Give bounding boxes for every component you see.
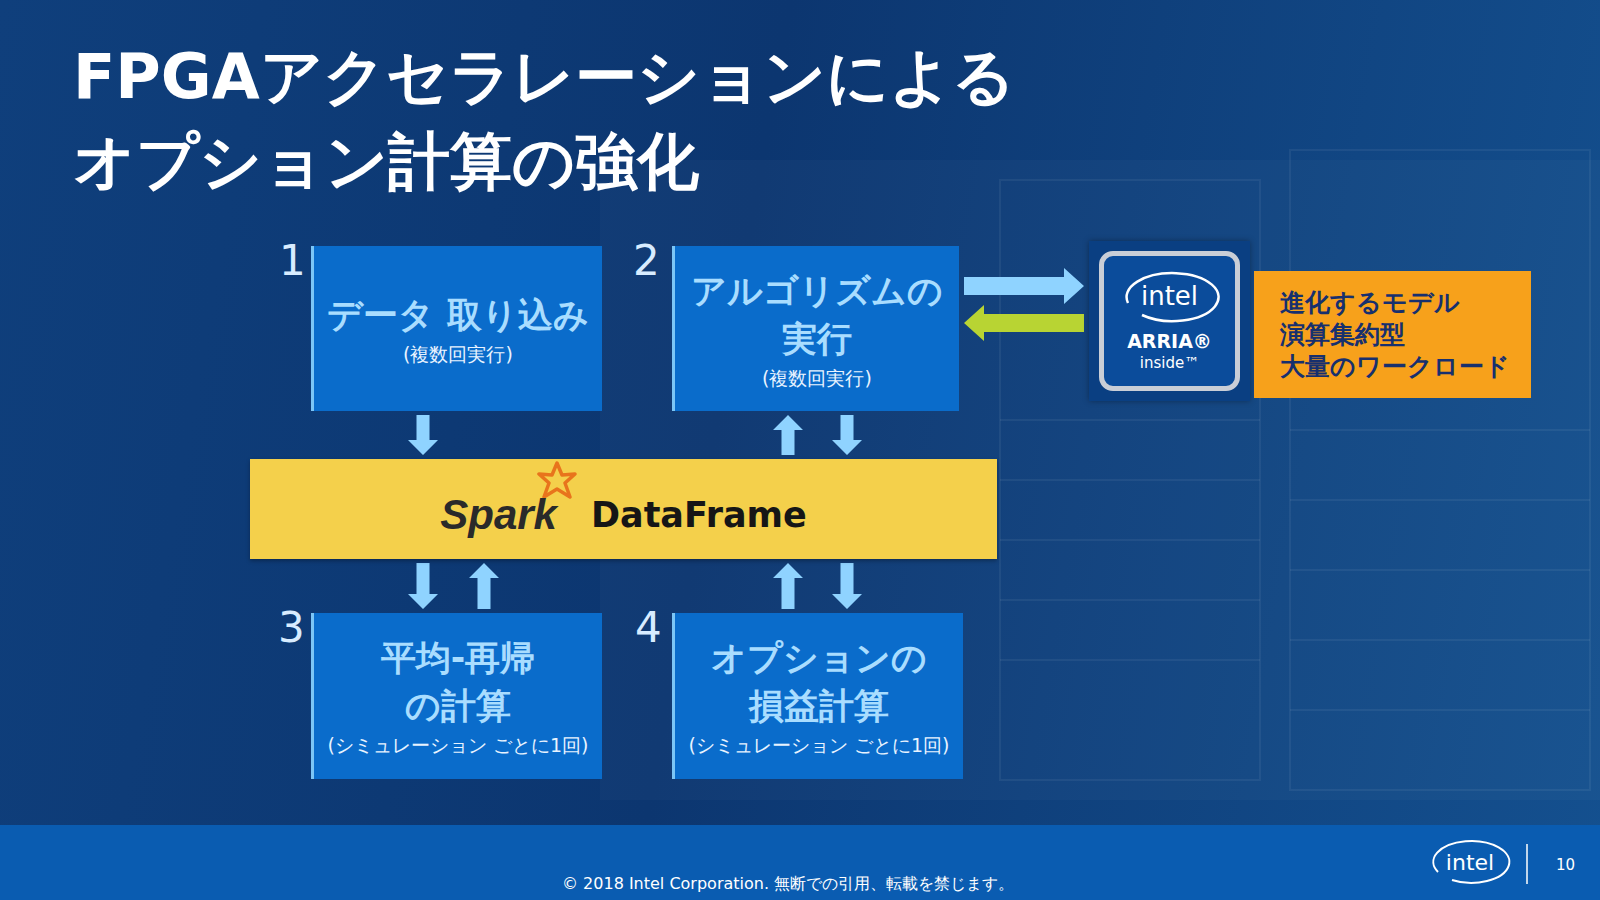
note-box: 進化するモデル 演算集約型 大量のワークロード	[1254, 271, 1531, 398]
process-box: 平均-再帰 の計算(シミュレーション ごとに1回)	[311, 613, 602, 779]
footer-divider	[1526, 844, 1528, 884]
badge-frame: intelARRIA®inside™	[1099, 251, 1240, 391]
flow-arrow	[469, 563, 499, 609]
callout-number: 1	[279, 236, 306, 286]
rack-lines	[1000, 150, 1590, 790]
flow-arrow	[773, 415, 803, 455]
flow-arrow	[773, 563, 803, 609]
flow-arrow	[408, 415, 438, 455]
flow-arrow	[832, 563, 862, 609]
intel-badge: intelARRIA®inside™	[1089, 241, 1250, 401]
flow-arrow	[964, 305, 1084, 341]
box-subtitle: (シミュレーション ごとに1回)	[328, 732, 589, 758]
box-subtitle: (複数回実行)	[762, 365, 872, 391]
spark-logo: Spark	[440, 493, 557, 537]
flow-arrow	[964, 268, 1084, 304]
dataframe-bar: Spark DataFrame	[250, 459, 997, 559]
badge-tagline: inside™	[1140, 353, 1199, 373]
box-heading: データ 取り込み	[327, 291, 588, 339]
box-heading: 平均-再帰 の計算	[322, 634, 594, 730]
slide-title: FPGAアクセラレーションによる オプション計算の強化	[73, 34, 1273, 204]
intel-logo: intel	[1120, 269, 1220, 323]
flow-arrow	[408, 563, 438, 609]
process-box: オプションの 損益計算(シミュレーション ごとに1回)	[672, 613, 963, 779]
swoosh-arc	[1126, 273, 1218, 321]
footer-logo: intel	[1430, 850, 1510, 876]
process-box: データ 取り込み(複数回実行)	[311, 246, 602, 411]
page-number: 10	[1556, 856, 1575, 874]
box-subtitle: (複数回実行)	[403, 341, 513, 367]
product-name: ARRIA®	[1127, 329, 1212, 353]
box-subtitle: (シミュレーション ごとに1回)	[689, 732, 950, 758]
flow-arrow	[832, 415, 862, 455]
logo-text: intel	[1141, 282, 1198, 310]
callout-number: 4	[635, 603, 662, 653]
copyright-note: © 2018 Intel Corporation. 無断での引用、転載を禁じます…	[562, 874, 1014, 893]
callout-number: 3	[278, 603, 305, 653]
note-text: 進化するモデル 演算集約型 大量のワークロード	[1280, 287, 1525, 383]
bar-text: DataFrame	[591, 493, 807, 537]
spark-wordmark: Spark	[440, 491, 557, 538]
box-heading: オプションの 損益計算	[683, 634, 955, 730]
box-heading: アルゴリズムの 実行	[683, 267, 951, 363]
process-box: アルゴリズムの 実行(複数回実行)	[672, 246, 959, 411]
callout-number: 2	[633, 236, 660, 286]
